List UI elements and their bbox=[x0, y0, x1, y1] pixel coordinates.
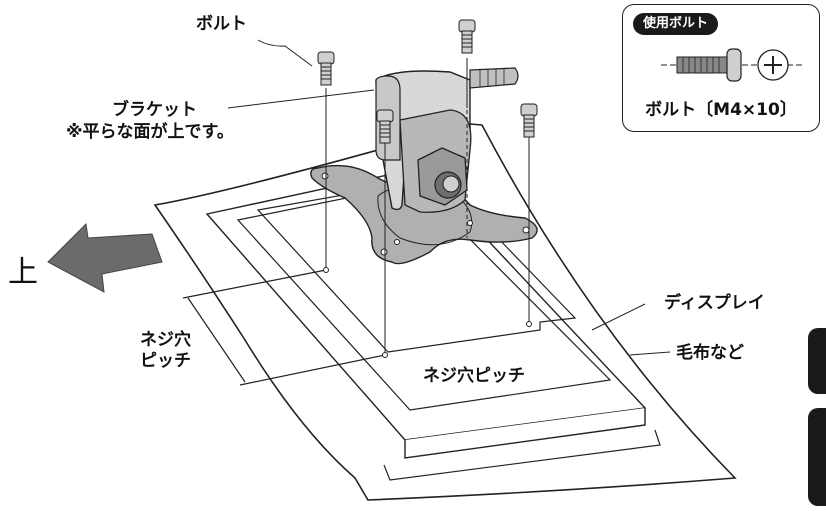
bracket-knob-ridges bbox=[479, 68, 505, 87]
bolt-icon bbox=[376, 109, 394, 144]
display-panel-side bbox=[404, 408, 646, 459]
used-bolt-badge: 使用ボルト bbox=[633, 13, 719, 35]
display-panel-base bbox=[383, 429, 661, 481]
screw-pitch-left-label-2: ピッチ bbox=[140, 351, 191, 371]
up-arrow-icon bbox=[47, 222, 163, 293]
bracket-knob-shaft bbox=[469, 67, 519, 89]
bolt-icon bbox=[458, 19, 476, 54]
bolt-label: ボルト bbox=[196, 14, 247, 34]
bolt-spec-icon bbox=[661, 48, 803, 82]
display-label: ディスプレイ bbox=[664, 293, 765, 313]
bracket-note: ※平らな面が上です。 bbox=[66, 122, 234, 142]
blanket-label: 毛布など bbox=[676, 343, 744, 363]
bolt-spec-callout: 使用ボルト ボルト〔M4×10〕 bbox=[622, 4, 820, 132]
bolt-guide-lines bbox=[325, 58, 530, 352]
side-tab bbox=[808, 408, 826, 506]
side-tab bbox=[808, 328, 826, 394]
screw-pitch-left-label-1: ネジ穴 bbox=[140, 330, 191, 350]
display-mount-holes bbox=[323, 267, 532, 358]
bracket-knob-face bbox=[442, 175, 460, 193]
leader-lines bbox=[227, 39, 671, 356]
bolt-spec-caption: ボルト〔M4×10〕 bbox=[645, 100, 797, 120]
screw-pitch-center-label: ネジ穴ピッチ bbox=[423, 366, 525, 386]
bolt-icon bbox=[317, 51, 335, 86]
bolt-icon bbox=[520, 103, 538, 138]
bracket-label: ブラケット bbox=[112, 100, 197, 120]
pitch-dimension-left bbox=[182, 269, 386, 386]
up-direction-label: 上 bbox=[8, 255, 38, 290]
